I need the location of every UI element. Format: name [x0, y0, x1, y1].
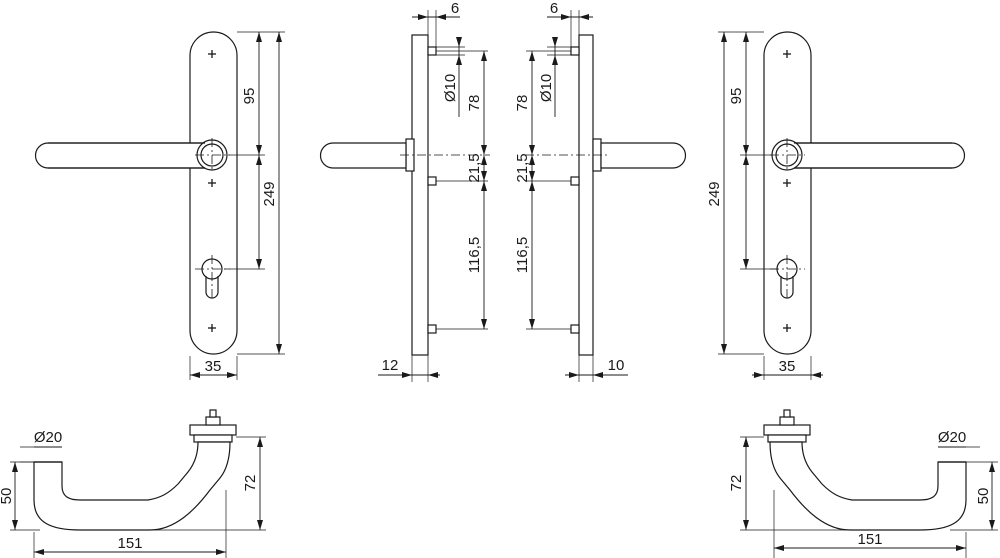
dim-diam10-side-left: Ø10: [442, 74, 459, 102]
dim-diam20-top-left: Ø20: [34, 429, 62, 446]
dim-21-5-side-left: 21,5: [466, 153, 483, 182]
stud-mid-right: [570, 176, 580, 186]
dim-116-5-side-right: 116,5: [514, 237, 531, 273]
dim-95-front-right: 95: [728, 88, 745, 105]
dim-249-front-left: 249: [261, 181, 278, 206]
top-view-right: Ø20 72 50 151: [728, 409, 998, 558]
dim-72-top-left: 72: [242, 475, 259, 492]
dim-35-front-left: 35: [205, 358, 222, 375]
stud-bottom-right: [570, 324, 580, 334]
dim-249-front-right: 249: [706, 181, 723, 206]
stud-top-left: [427, 46, 437, 56]
front-view-left: 95 249 35: [34, 31, 285, 380]
rose-top-right: [763, 424, 811, 436]
dim-6-side-left: 6: [451, 0, 459, 17]
backplate-side-left: [411, 34, 429, 356]
top-view-left: Ø20 50 72 151: [0, 409, 266, 558]
backplate-front-left: [189, 31, 238, 355]
stud-bottom-left: [427, 324, 437, 334]
lever-u-right: [769, 441, 967, 531]
lever-side-right: [600, 142, 687, 169]
dim-78-side-left: 78: [466, 95, 483, 112]
dim-151-top-left: 151: [117, 535, 142, 552]
backplate-side-right: [578, 34, 594, 356]
dim-78-side-right: 78: [514, 95, 531, 112]
dim-35-front-right: 35: [779, 358, 796, 375]
lever-u-left: [33, 441, 231, 531]
stud-mid-left: [427, 176, 437, 186]
dim-diam10-side-right: Ø10: [538, 74, 555, 102]
lever-arm-right: [787, 142, 966, 169]
dim-50-top-left: 50: [0, 488, 15, 505]
dim-6-side-right: 6: [550, 0, 558, 17]
side-view-left: 6 Ø10 78 21,5 116,5 12: [319, 0, 490, 382]
lever-side-left: [319, 142, 407, 169]
dim-12-side-left: 12: [382, 357, 399, 374]
dim-50-top-right: 50: [975, 488, 992, 505]
front-view-right: 95 249 35: [706, 31, 966, 380]
dim-95-front-left: 95: [241, 88, 258, 105]
dim-10-side-right: 10: [608, 357, 625, 374]
dim-diam20-top-right: Ø20: [938, 429, 966, 446]
rose-top-left: [189, 424, 237, 436]
dim-21-5-side-right: 21,5: [514, 153, 531, 182]
dim-116-5-side-left: 116,5: [466, 237, 483, 273]
stud-top-right: [570, 46, 580, 56]
backplate-front-right: [763, 31, 812, 355]
dim-151-top-right: 151: [857, 531, 882, 548]
side-view-right: 6 Ø10 78 21,5 116,5 10: [514, 0, 687, 382]
dim-72-top-right: 72: [728, 475, 745, 492]
lever-arm-left: [34, 142, 212, 169]
